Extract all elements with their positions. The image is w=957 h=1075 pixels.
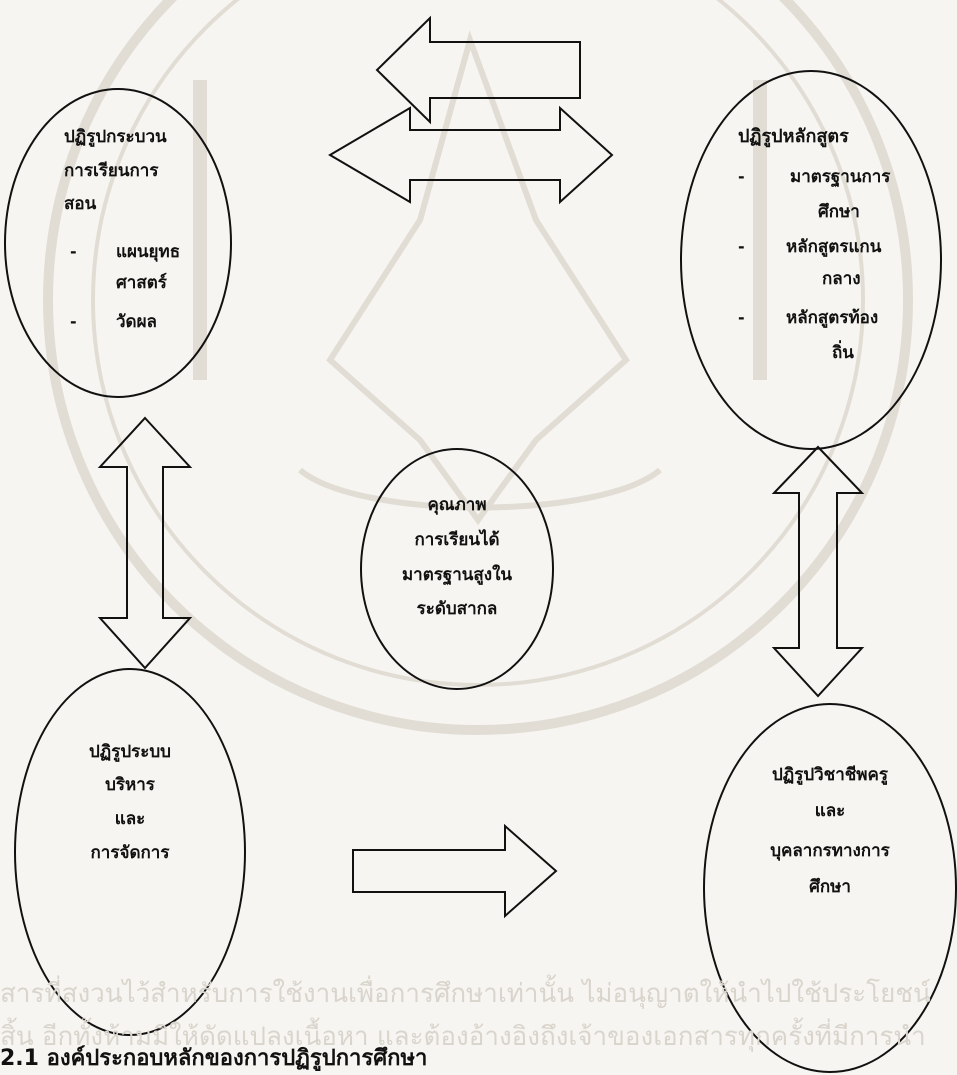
management-line-2: บริหาร	[105, 775, 155, 795]
teacher-line-1: ปฏิรูปวิชาชีพครู	[771, 765, 888, 785]
curriculum-item-2-line-1: หลักสูตรแกน	[786, 237, 882, 257]
double-arrow-vertical-left	[97, 416, 193, 670]
figure-caption: 2.1 องค์ประกอบหลักของการปฏิรูปการศึกษา	[0, 1046, 428, 1071]
teacher-line-3: บุคลากรทางการ	[770, 841, 890, 861]
double-arrow-vertical-right	[771, 445, 865, 698]
arrow-left	[375, 15, 581, 125]
node-curriculum-reform	[680, 70, 942, 450]
teaching-item-2-line-1: วัดผล	[116, 312, 157, 332]
curriculum-item-2-line-2: กลาง	[822, 269, 861, 289]
curriculum-item-1-line-2: ศึกษา	[818, 202, 860, 222]
node-quality	[360, 448, 554, 690]
curriculum-item-1-line-1: มาตรฐานการ	[790, 167, 891, 187]
teaching-reform-title-1: ปฏิรูปกระบวน	[64, 127, 167, 147]
management-line-4: การจัดการ	[90, 843, 170, 863]
node-management-reform	[14, 668, 246, 1036]
curriculum-item-3-line-1: หลักสูตรท้อง	[786, 308, 879, 328]
management-line-3: และ	[114, 809, 146, 829]
node-teaching-reform	[4, 88, 232, 398]
quality-line-2: การเรียนได้	[414, 530, 500, 550]
teaching-item-2-bullet: -	[70, 312, 77, 331]
teaching-item-1-line-1: แผนยุทธ	[116, 242, 181, 262]
teaching-reform-title-2: การเรียนการ	[64, 161, 159, 181]
arrow-right	[352, 823, 558, 919]
teaching-item-1-bullet: -	[70, 242, 77, 261]
teacher-line-4: ศึกษา	[809, 877, 851, 897]
watermark-line-1: สารที่สงวนไว้สำหรับการใช้งานเพื่อการศึกษ…	[0, 979, 931, 1009]
teacher-line-2: และ	[814, 801, 846, 821]
quality-line-4: ระดับสากล	[416, 599, 498, 619]
teaching-item-1-line-2: ศาสตร์	[116, 273, 167, 293]
teaching-reform-title-3: สอน	[64, 194, 97, 214]
curriculum-item-1-bullet: -	[738, 167, 745, 186]
curriculum-item-2-bullet: -	[738, 237, 745, 256]
curriculum-reform-title: ปฏิรูปหลักสูตร	[738, 126, 849, 147]
curriculum-item-3-bullet: -	[738, 308, 745, 327]
watermark-line-2: สิ้น อีกทั้งห้ามมิให้ดัดแปลงเนื้อหา และต…	[0, 1022, 926, 1052]
double-arrow-horizontal	[328, 105, 614, 205]
quality-line-1: คุณภาพ	[427, 495, 487, 515]
curriculum-item-3-line-2: ถิ่น	[832, 343, 854, 363]
management-line-1: ปฏิรูประบบ	[89, 742, 171, 762]
quality-line-3: มาตรฐานสูงใน	[401, 565, 513, 585]
